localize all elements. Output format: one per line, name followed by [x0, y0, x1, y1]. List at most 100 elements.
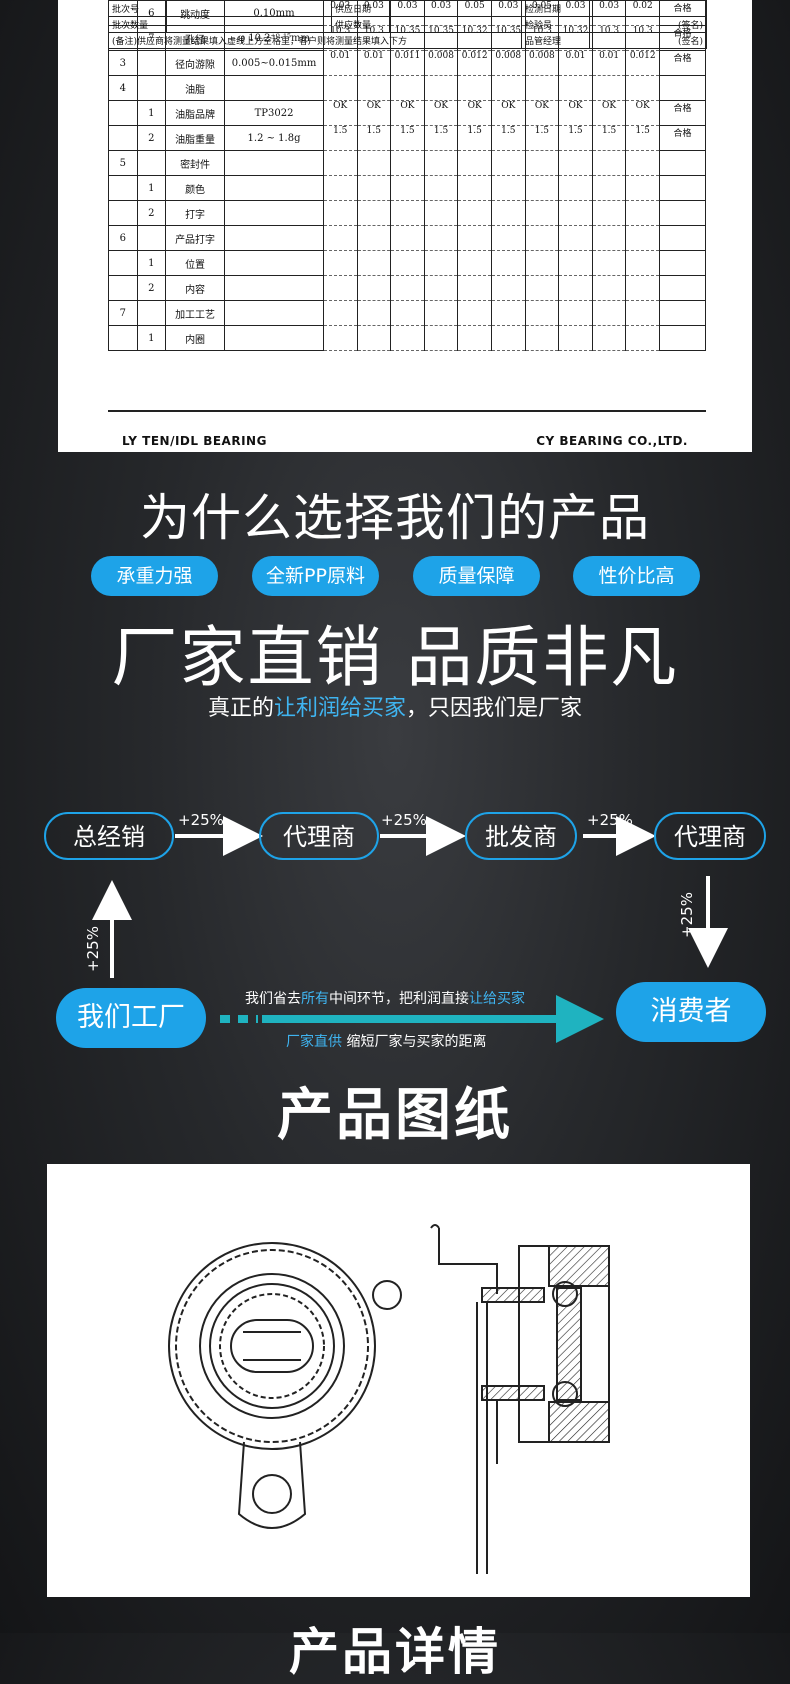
table-cell [423, 225, 459, 251]
row-number: 3 [108, 50, 138, 76]
table-cell [423, 175, 459, 201]
table-cell: OK [423, 100, 459, 126]
inspection-footer: 批次号 供应日期 检测日期 批次数量 供应数量 检验员 (签名) (备注)供应商… [108, 0, 707, 49]
table-cell [390, 150, 425, 176]
row-subnumber [136, 150, 167, 176]
node-consumer: 消费者 [616, 982, 766, 1042]
row-spec [224, 175, 324, 201]
row-result: 合格 [659, 125, 706, 151]
table-cell: OK [591, 100, 627, 126]
table-cell [322, 150, 358, 176]
table-cell [558, 300, 593, 326]
row-subnumber: 2 [136, 125, 167, 151]
table-cell [524, 275, 560, 301]
footer-label: 批次号 [108, 0, 167, 17]
table-cell [591, 200, 627, 226]
table-cell [490, 75, 526, 101]
table-cell [457, 200, 492, 226]
table-cell: 1.5 [423, 125, 459, 151]
table-cell [457, 225, 492, 251]
table-cell [322, 300, 358, 326]
drawing-image [168, 1224, 610, 1574]
table-cell: 1.5 [524, 125, 560, 151]
row-number [108, 175, 138, 201]
tag-pill: 全新PP原料 [252, 556, 379, 596]
table-cell: 1.5 [457, 125, 492, 151]
table-cell [490, 300, 526, 326]
table-cell [558, 250, 593, 276]
flow-arrows [92, 816, 728, 1043]
table-cell: 0.012 [457, 50, 492, 76]
table-cell [591, 75, 627, 101]
table-cell [457, 150, 492, 176]
table-cell [356, 175, 392, 201]
table-cell [322, 250, 358, 276]
table-cell [490, 225, 526, 251]
table-cell [524, 250, 560, 276]
row-result [659, 225, 706, 251]
row-subnumber [136, 225, 167, 251]
table-cell [322, 275, 358, 301]
brand-right: CY BEARING CO.,LTD. [536, 434, 688, 448]
table-cell: OK [524, 100, 560, 126]
table-cell: 1.5 [625, 125, 661, 151]
markup-label: +25% [587, 811, 633, 829]
tag-pill: 承重力强 [91, 556, 218, 596]
footer-label: 供应日期 [331, 0, 390, 17]
table-cell: 0.01 [558, 50, 593, 76]
table-cell [390, 325, 425, 351]
markup-label: +25% [381, 811, 427, 829]
footer-note: (备注)供应商将测量结果填入虚线上方空格里，客户则将测量结果填入下方 [108, 32, 522, 49]
row-item: 油脂 [165, 75, 226, 101]
table-cell: OK [625, 100, 661, 126]
table-cell [390, 200, 425, 226]
table-cell [490, 275, 526, 301]
table-cell [356, 300, 392, 326]
table-cell [625, 150, 661, 176]
row-subnumber [136, 300, 167, 326]
table-cell: 1.5 [390, 125, 425, 151]
node-wholesaler: 批发商 [465, 812, 577, 860]
table-cell: 0.011 [390, 50, 425, 76]
table-cell [524, 200, 560, 226]
table-cell: 1.5 [591, 125, 627, 151]
row-subnumber: 1 [136, 325, 167, 351]
row-spec [224, 275, 324, 301]
row-result [659, 75, 706, 101]
headline: 厂家直销 品质非凡 [111, 619, 679, 696]
why-title: 为什么选择我们的产品 [140, 489, 650, 547]
table-cell [356, 275, 392, 301]
row-spec [224, 75, 324, 101]
node-factory: 我们工厂 [56, 988, 206, 1048]
table-cell: 1.5 [490, 125, 526, 151]
table-cell: OK [558, 100, 593, 126]
table-cell [625, 200, 661, 226]
table-cell [591, 275, 627, 301]
row-subnumber [136, 50, 167, 76]
table-cell [591, 250, 627, 276]
table-cell [322, 225, 358, 251]
row-item: 内容 [165, 275, 226, 301]
footer-label: 检测日期 [521, 0, 590, 17]
row-spec [224, 200, 324, 226]
row-number [108, 325, 138, 351]
row-item: 产品打字 [165, 225, 226, 251]
row-item: 位置 [165, 250, 226, 276]
table-cell [524, 175, 560, 201]
table-cell [625, 325, 661, 351]
table-cell [490, 325, 526, 351]
row-number [108, 250, 138, 276]
row-number [108, 100, 138, 126]
table-cell [524, 150, 560, 176]
table-cell [390, 275, 425, 301]
table-cell [625, 250, 661, 276]
table-cell [524, 325, 560, 351]
table-cell: 0.012 [625, 50, 661, 76]
row-subnumber: 2 [136, 200, 167, 226]
table-cell [457, 275, 492, 301]
table-cell [490, 250, 526, 276]
table-cell [558, 225, 593, 251]
